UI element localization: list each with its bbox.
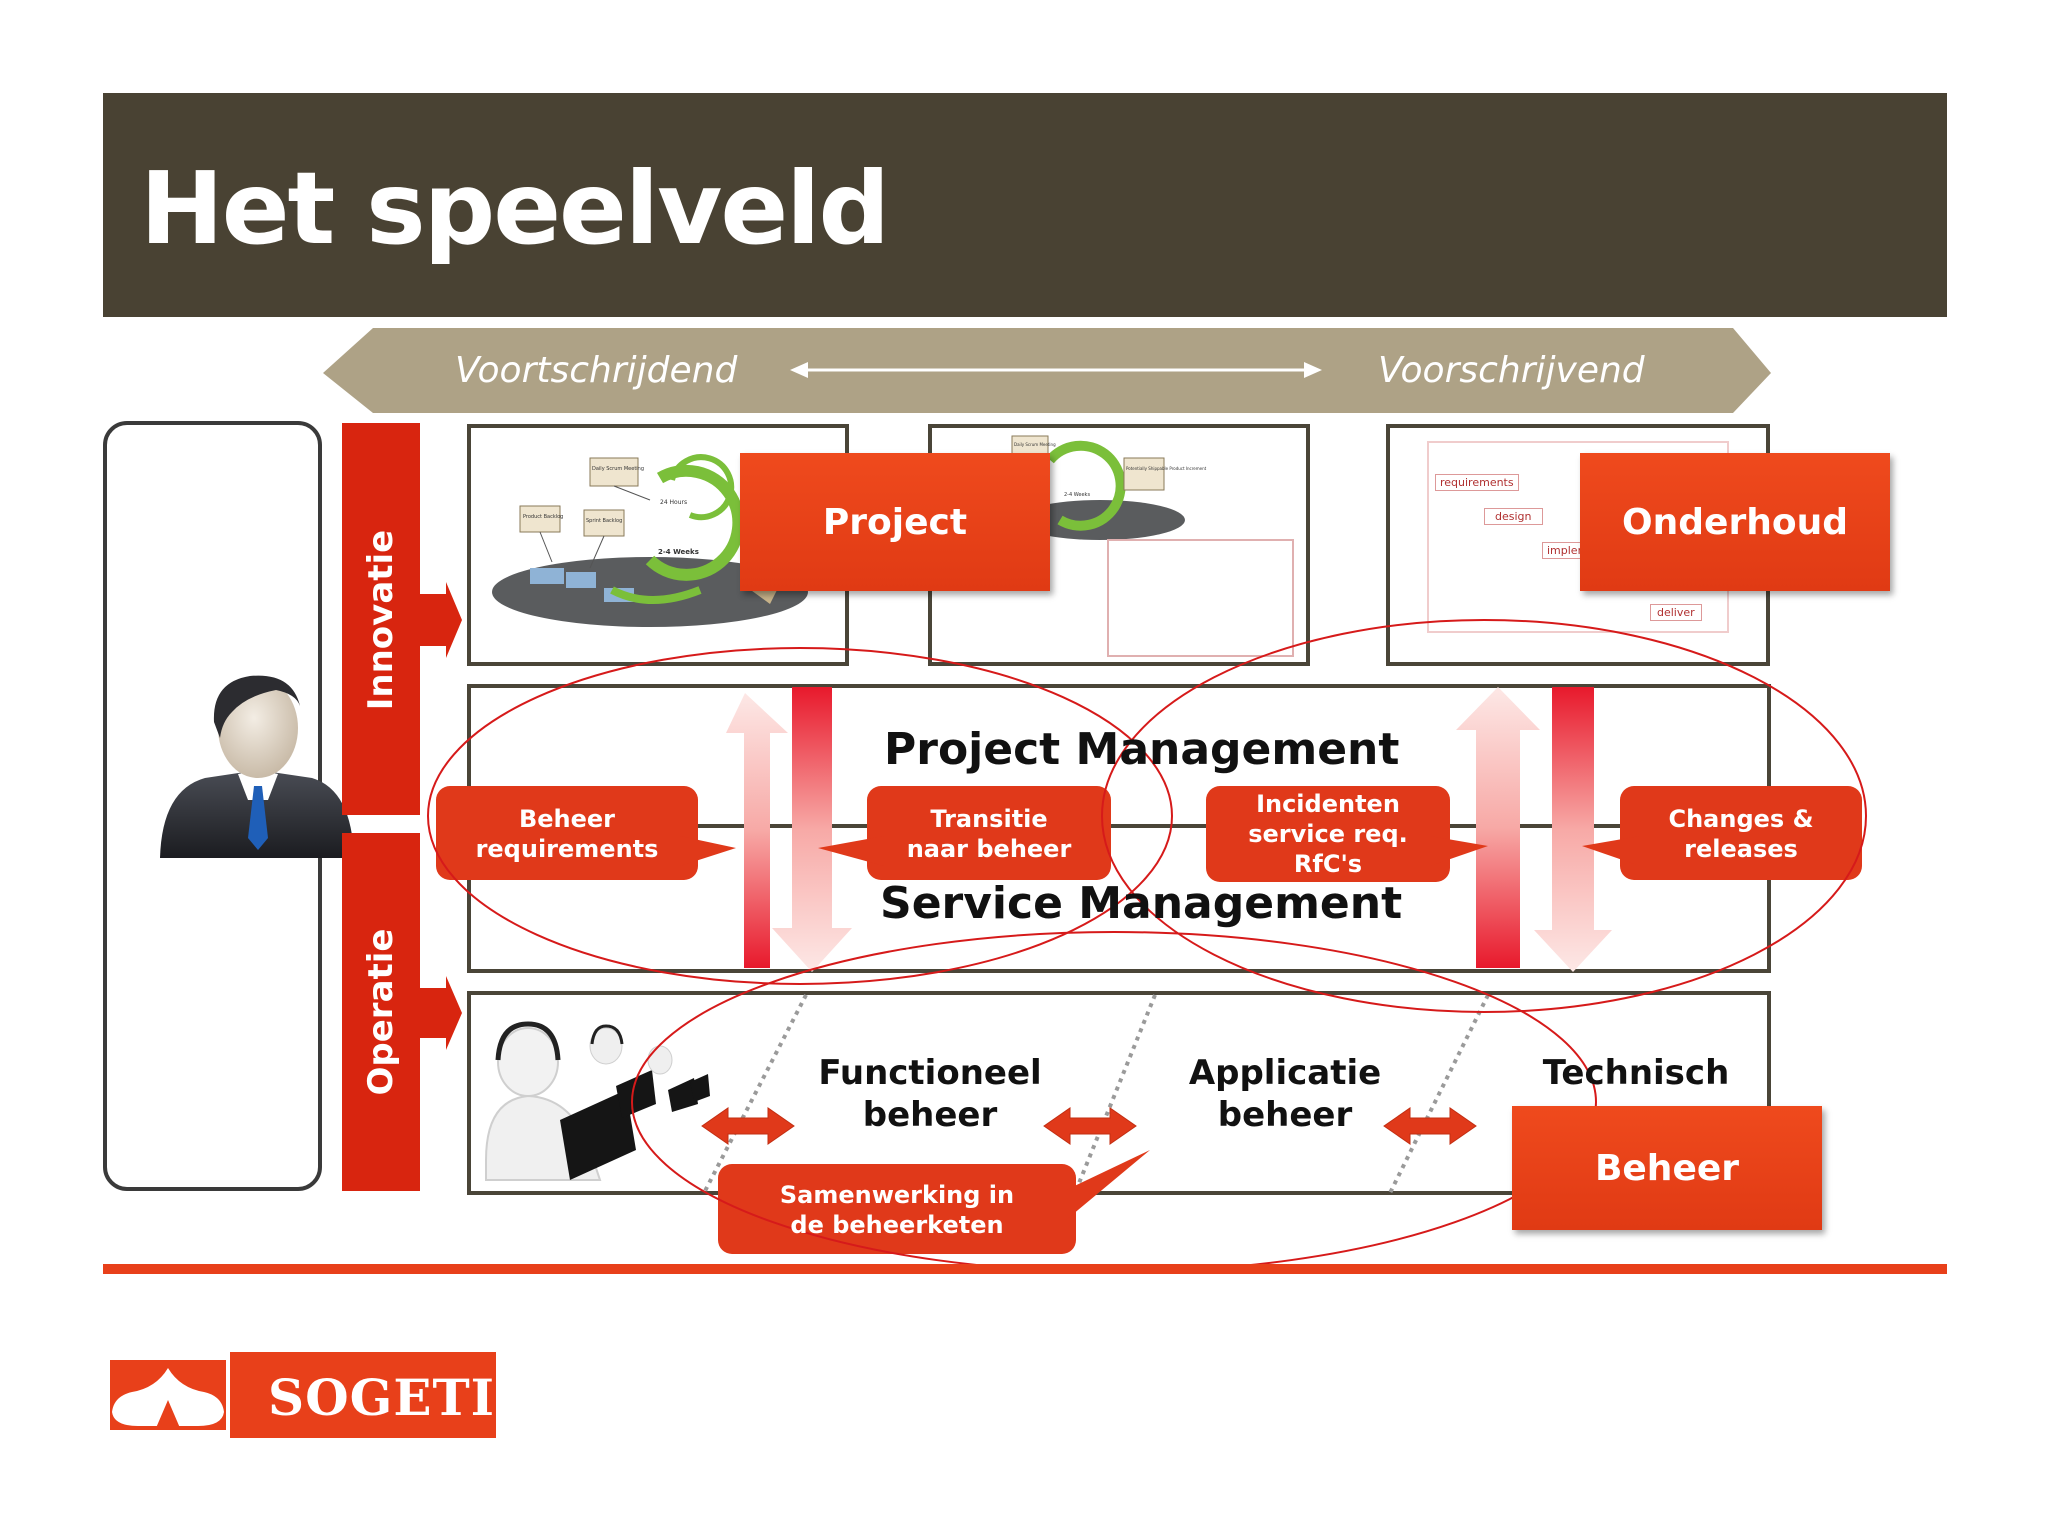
callout-samenwerking: Samenwerking in de beheerketen [779, 1181, 1015, 1239]
daily-scrum-label: Daily Scrum Meeting [592, 466, 644, 472]
businessman-icon [160, 675, 354, 858]
sprint-backlog-label: Sprint Backlog [586, 518, 622, 524]
callout-beheer-requirements-shape [436, 786, 736, 880]
callout-beheer-requirements: Beheer requirements [475, 805, 659, 863]
separator-3 [1388, 994, 1490, 1194]
hybrid-illustration: Daily Scrum Meeting 2-4 Weeks Potentiall… [1011, 435, 1294, 657]
project-management-label: Project Management [884, 724, 1400, 775]
sogeti-logo-text: SOGETI [268, 1368, 496, 1427]
spectrum-right-label: Voorschrijvend [1378, 350, 1645, 391]
down-arrow-right [1534, 687, 1612, 972]
waterfall-step-design: design [1484, 508, 1543, 525]
callout-transitie-shape [818, 786, 1111, 880]
callout-changes: Changes & releases [1668, 805, 1814, 863]
hybrid-daily-scrum-label: Daily Scrum Meeting [1014, 442, 1056, 447]
up-arrow-right [1456, 687, 1540, 968]
innovatie-label: Innovatie [361, 529, 401, 711]
service-management-label: Service Management [880, 878, 1403, 929]
spectrum-arrow-left-head [790, 362, 808, 378]
operatie-label: Operatie [361, 928, 401, 1096]
beheer-box: Beheer [1512, 1106, 1822, 1230]
callout-incidenten: Incidenten service req. RfC's [1248, 790, 1408, 878]
down-arrow-left [772, 687, 852, 972]
operatie-bar [342, 833, 420, 1191]
hours-label: 24 Hours [660, 499, 687, 506]
up-arrow-left [726, 693, 788, 968]
ellipse-left [427, 647, 1173, 985]
operatie-arrow [420, 976, 462, 1050]
separator-1 [702, 994, 808, 1194]
project-box: Project [740, 453, 1050, 591]
waterfall-step-deliver: deliver [1650, 604, 1702, 621]
functioneel-beheer-label: Functioneel beheer [818, 1053, 1042, 1135]
spectrum-left-label: Voortschrijdend [455, 350, 738, 391]
double-arrow-2 [1043, 1107, 1137, 1145]
title-bar [103, 93, 1947, 317]
waterfall-step-requirements: requirements [1435, 474, 1519, 491]
product-backlog-label: Product Backlog [523, 514, 563, 520]
callcenter-illustration [485, 1021, 710, 1181]
spectrum-arrow-right-head [1304, 362, 1322, 378]
hybrid-increment-label: Potentially Shippable Product Increment [1126, 466, 1207, 471]
ellipse-right [1101, 619, 1867, 1013]
double-arrow-3 [1383, 1107, 1477, 1145]
footer-rule [103, 1264, 1947, 1274]
page-title: Het speelveld [140, 150, 890, 267]
technisch-beheer-label: Technisch [1542, 1053, 1730, 1093]
double-arrow-1 [701, 1107, 795, 1145]
callout-changes-shape [1582, 786, 1862, 880]
callout-samenwerking-shape [718, 1150, 1150, 1254]
innovatie-arrow [420, 582, 462, 658]
applicatie-beheer-label: Applicatie beheer [1188, 1053, 1382, 1135]
sogeti-logo-icon [104, 1352, 496, 1438]
callout-incidenten-shape [1206, 786, 1488, 882]
onderhoud-box: Onderhoud [1580, 453, 1890, 591]
hybrid-weeks-label: 2-4 Weeks [1064, 492, 1090, 498]
innovatie-bar [342, 423, 420, 815]
scrum-illustration: Product Backlog Sprint Backlog Daily Scr… [492, 454, 808, 627]
weeks-label: 2-4 Weeks [658, 548, 699, 556]
callout-transitie: Transitie naar beheer [906, 805, 1072, 863]
